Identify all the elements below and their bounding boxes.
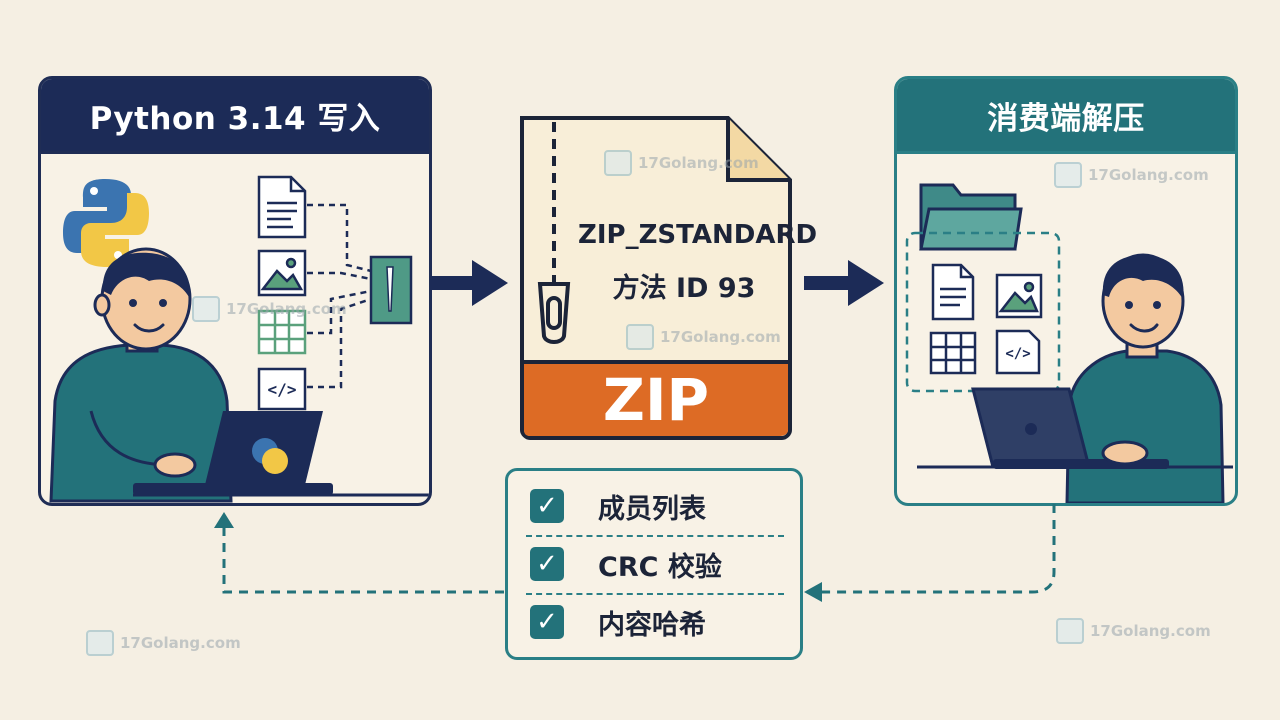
arrow-to-zip xyxy=(430,260,508,306)
image-icon xyxy=(257,249,307,297)
verification-checklist: ✓ 成员列表 ✓ CRC 校验 ✓ 内容哈希 xyxy=(505,468,803,660)
consumer-panel: 消费端解压 </> xyxy=(894,76,1238,506)
checkbox-checked-icon: ✓ xyxy=(530,605,564,639)
watermark: 17Golang.com xyxy=(86,630,241,656)
zip-label: ZIP xyxy=(602,366,710,434)
divider xyxy=(526,593,784,595)
divider xyxy=(526,535,784,537)
spreadsheet-icon xyxy=(929,331,977,375)
watermark-logo-icon xyxy=(86,630,114,656)
archive-target-icon xyxy=(369,255,413,325)
code-file-icon: </> xyxy=(995,329,1041,375)
zip-method-id: 方法 ID 93 xyxy=(612,273,756,304)
watermark: 17Golang.com xyxy=(604,150,759,176)
zip-file-icon xyxy=(520,116,792,440)
check-item-label: CRC 校验 xyxy=(598,551,722,583)
check-item-label: 成员列表 xyxy=(598,493,706,525)
watermark: 17Golang.com xyxy=(192,296,347,322)
svg-text:</>: </> xyxy=(1005,346,1030,362)
image-icon xyxy=(995,273,1043,319)
check-item-label: 内容哈希 xyxy=(598,609,706,641)
watermark-logo-icon xyxy=(604,150,632,176)
writer-panel: Python 3.14 写入 xyxy=(38,76,432,506)
source-files-group: </> xyxy=(257,175,413,411)
check-item-crc: ✓ CRC 校验 xyxy=(508,535,800,593)
developer-illustration xyxy=(49,247,233,503)
consumer-laptop-icon xyxy=(917,387,1233,469)
writer-panel-title: Python 3.14 写入 xyxy=(41,79,429,154)
feedback-arrow-to-writer xyxy=(214,512,504,594)
consumer-panel-title: 消费端解压 xyxy=(897,79,1235,154)
checkbox-checked-icon: ✓ xyxy=(530,489,564,523)
feedback-arrow-from-consumer xyxy=(804,504,1056,602)
zip-method-label: ZIP_ZSTANDARD xyxy=(578,220,818,250)
document-icon xyxy=(931,263,975,321)
watermark: 17Golang.com xyxy=(1056,618,1211,644)
watermark-logo-icon xyxy=(1056,618,1084,644)
svg-text:</>: </> xyxy=(268,380,297,399)
zipper xyxy=(537,122,571,344)
laptop-icon xyxy=(133,411,429,497)
extracted-files-group: </> xyxy=(905,231,1061,393)
check-item-hash: ✓ 内容哈希 xyxy=(508,593,800,651)
watermark-logo-icon xyxy=(192,296,220,322)
arrow-to-consumer xyxy=(804,260,884,306)
code-file-icon: </> xyxy=(257,367,307,411)
watermark-logo-icon xyxy=(1054,162,1082,188)
check-item-members: ✓ 成员列表 xyxy=(508,477,800,535)
checkbox-checked-icon: ✓ xyxy=(530,547,564,581)
watermark: 17Golang.com xyxy=(1054,162,1209,188)
watermark: 17Golang.com xyxy=(626,324,781,350)
watermark-logo-icon xyxy=(626,324,654,350)
document-icon xyxy=(257,175,307,239)
spreadsheet-icon xyxy=(257,309,307,355)
